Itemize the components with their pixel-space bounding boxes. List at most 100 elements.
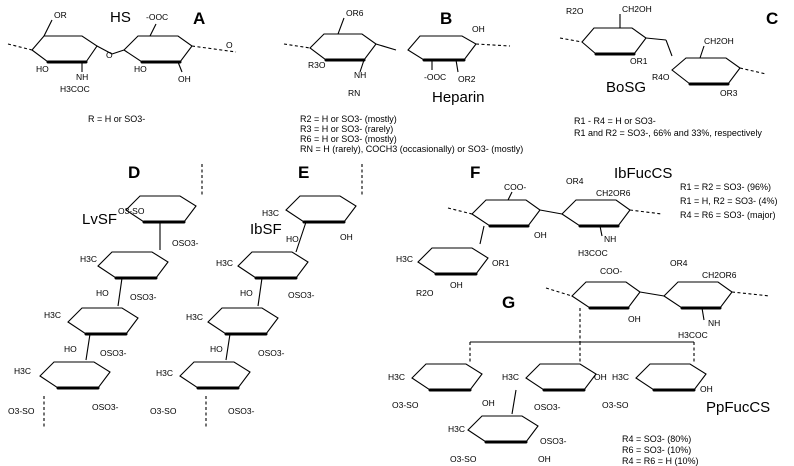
panel-e-atom-ho-2: HO — [240, 288, 253, 298]
panel-a-atom-h3coc: H3COC — [60, 84, 90, 94]
panel-b-atom-or6: OR6 — [346, 8, 364, 18]
panel-g-caption-1: R6 = SO3- (10%) — [622, 445, 691, 455]
panel-g-atom-oh: OH — [628, 314, 641, 324]
panel-g-atom-oh-2: OH — [594, 372, 607, 382]
panel-c-caption-1: R1 and R2 = SO3-, 66% and 33%, respectiv… — [574, 128, 762, 138]
panel-a-atom-or: OR — [54, 10, 67, 20]
panel-e: E IbSF H3C HO OH H3C HO OSO3- H3C HO OSO… — [150, 163, 363, 428]
panel-c-name: BoSG — [606, 79, 646, 96]
panel-c-atom-r2o: R2O — [566, 6, 584, 16]
panel-d-atom-oso3-2: OSO3- — [130, 292, 157, 302]
panel-d-name: LvSF — [82, 211, 117, 228]
panel-a-letter: A — [193, 9, 205, 28]
panel-b-atom-nh: NH — [354, 70, 366, 80]
panel-g-letter: G — [502, 293, 515, 312]
panel-d-atom-ho-2: HO — [64, 344, 77, 354]
panel-g-atom-h3c-3: H3C — [448, 424, 465, 434]
panel-b-letter: B — [440, 9, 452, 28]
panel-c: C BoSG R2O CH2OH OR1 CH2OH R4O OR3 R1 - … — [559, 4, 778, 138]
panel-c-atom-r4o: R4O — [652, 72, 670, 82]
panel-e-atom-ho-1: HO — [286, 234, 299, 244]
panel-e-atom-oh: OH — [340, 232, 353, 242]
panel-d-atom-oso3-5: O3-SO — [8, 406, 35, 416]
panel-c-atom-ch2oh: CH2OH — [622, 4, 652, 14]
panel-g-caption-2: R4 = R6 = H (10%) — [622, 456, 699, 466]
panel-a-atom-o2: O — [226, 40, 233, 50]
panel-a-atom-o1: O — [106, 50, 113, 60]
panel-g-caption-0: R4 = SO3- (80%) — [622, 434, 691, 444]
panel-g-atom-h3c-2: H3C — [502, 372, 519, 382]
panel-e-letter: E — [298, 163, 309, 182]
panel-b-caption-3: RN = H (rarely), COCH3 (occasionally) or… — [300, 144, 523, 154]
panel-a-atom-ho: HO — [36, 64, 49, 74]
panel-g-structure — [411, 281, 771, 444]
panel-b-caption-1: R3 = H or SO3- (rarely) — [300, 124, 393, 134]
panel-f-atom-h3coc: H3COC — [578, 248, 608, 258]
panel-d-atom-h3c-3: H3C — [14, 366, 31, 376]
panel-g-atom-h3c-1: H3C — [388, 372, 405, 382]
panel-b-atom-or2: OR2 — [458, 74, 476, 84]
panel-d-letter: D — [128, 163, 140, 182]
panel-a-caption-0: R = H or SO3- — [88, 114, 145, 124]
panel-d-structure — [39, 164, 203, 428]
panel-f-name: IbFucCS — [614, 165, 672, 182]
panel-b-atom-oh: OH — [472, 24, 485, 34]
panel-g-name: PpFucCS — [706, 399, 770, 416]
panel-e-atom-h3c-1: H3C — [262, 208, 279, 218]
panel-b-structure — [283, 17, 511, 73]
panel-c-caption-0: R1 - R4 = H or SO3- — [574, 116, 656, 126]
panel-g: G PpFucCS COO- OR4 C — [388, 258, 770, 466]
panel-g-atom-h3c-4: H3C — [612, 372, 629, 382]
panel-e-atom-oso3-4: O3-SO — [150, 406, 177, 416]
panel-e-atom-oso3-1: OSO3- — [288, 290, 315, 300]
panel-b-caption-2: R6 = H or SO3- (mostly) — [300, 134, 397, 144]
panel-g-atom-oso3-5: OSO3- — [540, 436, 567, 446]
panel-f-letter: F — [470, 163, 480, 182]
panel-a-atom-oh: OH — [178, 74, 191, 84]
panel-a-atom-coo: -OOC — [146, 12, 168, 22]
panel-c-letter: C — [766, 9, 778, 28]
panel-b-caption-0: R2 = H or SO3- (mostly) — [300, 114, 397, 124]
panel-d-atom-oso3-4: OSO3- — [92, 402, 119, 412]
panel-f-caption-2: R4 = R6 = SO3- (major) — [680, 210, 776, 220]
panel-g-atom-oh-3: OH — [538, 454, 551, 464]
panel-d-atom-oso3-top: O3-SO — [118, 206, 145, 216]
panel-d: D LvSF O3-SO OSO3- H3C HO OSO3- H3C HO O… — [8, 163, 203, 428]
panel-b-atom-r3o: R3O — [308, 60, 326, 70]
panel-g-atom-oh-4: OH — [700, 384, 713, 394]
panel-d-atom-h3c-2: H3C — [44, 310, 61, 320]
panel-e-atom-ho-3: HO — [210, 344, 223, 354]
panel-g-atom-ch2or6: CH2OR6 — [702, 270, 737, 280]
panel-a-structure — [7, 19, 237, 73]
panel-f-caption-0: R1 = R2 = SO3- (96%) — [680, 182, 771, 192]
panel-f-structure — [417, 191, 663, 276]
panel-f-atom-or4: OR4 — [566, 176, 584, 186]
panel-c-atom-ch2oh2: CH2OH — [704, 36, 734, 46]
panel-g-atom-oso3-2: OSO3- — [534, 402, 561, 412]
panel-g-atom-oso3-1: O3-SO — [392, 400, 419, 410]
panel-e-atom-h3c-4: H3C — [156, 368, 173, 378]
panel-g-atom-h3coc: H3COC — [678, 330, 708, 340]
panel-c-atom-or3: OR3 — [720, 88, 738, 98]
panel-a-atom-nh: NH — [76, 72, 88, 82]
panel-a: A HS OR NH H3COC HO -OOC HO OH O O R = H… — [7, 9, 237, 124]
panel-g-atom-oso3-3: O3-SO — [450, 454, 477, 464]
panel-b: B Heparin OR6 NH RN R3O -OOC OR2 OH R2 =… — [283, 8, 523, 154]
panel-f-caption-1: R1 = H, R2 = SO3- (4%) — [680, 196, 778, 206]
panel-f: F IbFucCS COO- OR4 CH2OR6 OH NH H3COC H3… — [396, 163, 778, 298]
panel-g-atom-nh: NH — [708, 318, 720, 328]
panel-f-atom-or1: OR1 — [492, 258, 510, 268]
panel-g-atom-or4: OR4 — [670, 258, 688, 268]
panel-d-atom-oso3-3: OSO3- — [100, 348, 127, 358]
panel-f-atom-nh: NH — [604, 234, 616, 244]
panel-e-atom-oso3-3: OSO3- — [228, 406, 255, 416]
panel-c-structure — [559, 14, 767, 86]
panel-g-atom-oso3-4: O3-SO — [602, 400, 629, 410]
panel-f-atom-h3c: H3C — [396, 254, 413, 264]
panel-b-atom-coo: -OOC — [424, 72, 446, 82]
panel-b-name: Heparin — [432, 89, 485, 106]
panel-f-atom-coo: COO- — [504, 182, 526, 192]
panel-d-atom-h3c-1: H3C — [80, 254, 97, 264]
panel-f-atom-r2o: R2O — [416, 288, 434, 298]
panel-c-atom-or1: OR1 — [630, 56, 648, 66]
